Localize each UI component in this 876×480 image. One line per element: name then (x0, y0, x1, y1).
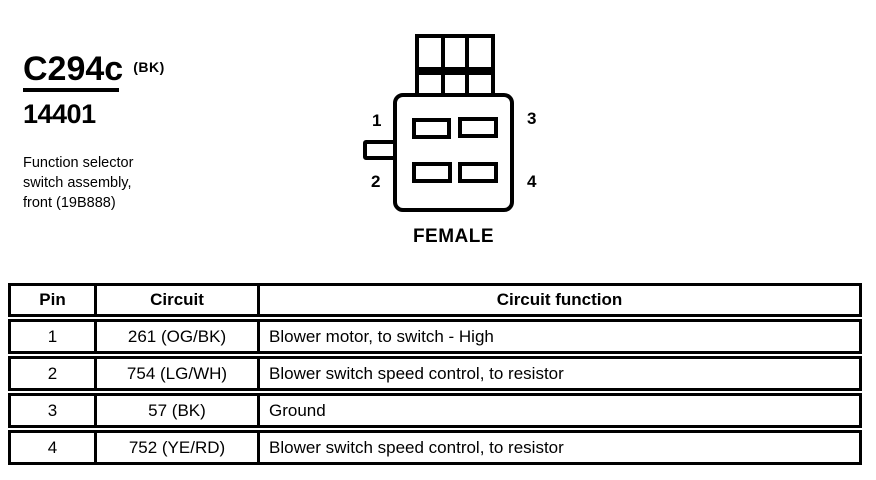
description-line: switch assembly, (23, 175, 132, 191)
pin-label-2: 2 (371, 172, 381, 191)
connector-latch-top (415, 34, 495, 94)
table-row: 4 752 (YE/RD) Blower switch speed contro… (8, 430, 862, 465)
connector-id-row: C294c (BK) (23, 52, 165, 86)
part-number: 14401 (23, 99, 96, 129)
connector-id: C294c (23, 50, 124, 88)
cell-circuit: 261 (OG/BK) (97, 322, 260, 351)
table-row: 1 261 (OG/BK) Blower motor, to switch - … (8, 319, 862, 354)
pin-slot-4 (458, 162, 498, 183)
cell-circuit-function: Blower switch speed control, to resistor (269, 437, 564, 457)
table-header-row: Pin Circuit Circuit function (8, 283, 862, 317)
cell-circuit-function: Ground (269, 400, 326, 420)
connector-key-tab (363, 140, 397, 160)
pin-label-1: 1 (372, 111, 382, 130)
description-line: front (19B888) (23, 195, 116, 211)
col-header-circuit-function: Circuit function (496, 290, 623, 309)
pin-slot-1 (412, 118, 451, 139)
cell-circuit-function: Blower motor, to switch - High (269, 326, 494, 346)
latch-band (415, 67, 495, 75)
connector-description: Function selector switch assembly, front… (23, 153, 165, 213)
connector-id-underline (23, 88, 119, 92)
description-line: Function selector (23, 155, 134, 171)
pin-slot-3 (458, 117, 498, 138)
col-header-pin: Pin (11, 286, 97, 314)
cell-circuit-function: Blower switch speed control, to resistor (269, 363, 564, 383)
connector-color-code: (BK) (133, 59, 165, 75)
latch-divider (465, 38, 469, 94)
cell-pin: 4 (11, 433, 97, 462)
pin-label-4: 4 (527, 172, 537, 191)
cell-circuit: 752 (YE/RD) (97, 433, 260, 462)
table-row: 3 57 (BK) Ground (8, 393, 862, 428)
pin-label-3: 3 (527, 109, 537, 128)
cell-pin: 2 (11, 359, 97, 388)
col-header-circuit: Circuit (97, 286, 260, 314)
cell-pin: 3 (11, 396, 97, 425)
cell-pin: 1 (11, 322, 97, 351)
pin-slot-2 (412, 162, 452, 183)
latch-divider (441, 38, 445, 94)
cell-circuit: 754 (LG/WH) (97, 359, 260, 388)
connector-gender-label: FEMALE (412, 226, 495, 247)
cell-circuit: 57 (BK) (97, 396, 260, 425)
pinout-table: Pin Circuit Circuit function 1 261 (OG/B… (8, 283, 862, 465)
connector-body (393, 93, 514, 212)
table-row: 2 754 (LG/WH) Blower switch speed contro… (8, 356, 862, 391)
connector-header: C294c (BK) 14401 Function selector switc… (23, 52, 165, 213)
